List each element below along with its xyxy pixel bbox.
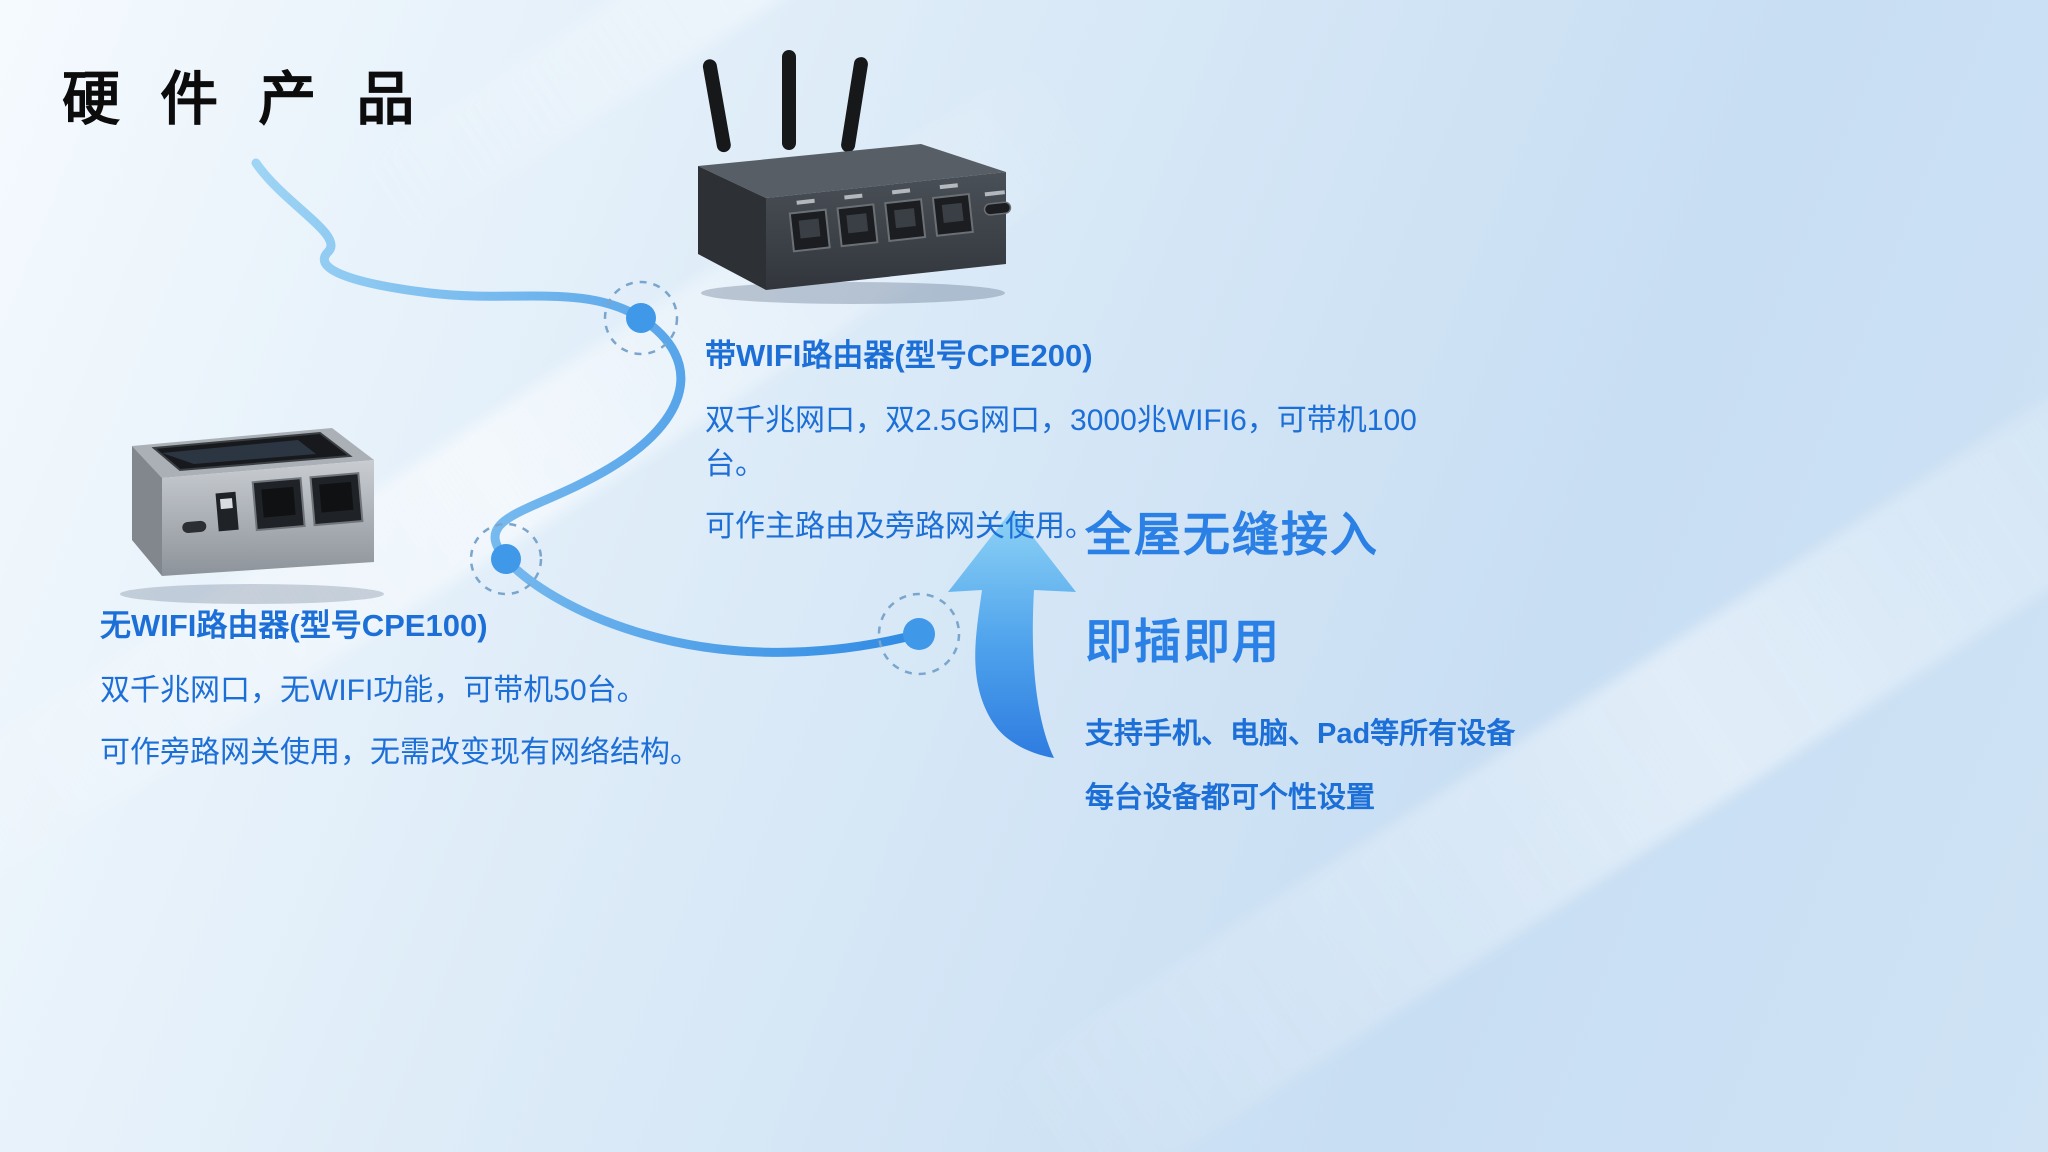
benefits-text-block: 全屋无缝接入 即插即用 支持手机、电脑、Pad等所有设备 每台设备都可个性设置 <box>1085 496 1645 838</box>
cpe100-shadow <box>120 584 384 604</box>
cpe100-usage-line: 可作旁路网关使用，无需改变现有网络结构。 <box>100 736 700 769</box>
cpe100-text-block: 无WIFI路由器(型号CPE100) 双千兆网口，无WIFI功能，可带机50台。… <box>100 600 740 789</box>
cpe200-antennas <box>702 50 868 153</box>
cpe200-text-block: 带WIFI路由器(型号CPE200) 双千兆网口，双2.5G网口，3000兆WI… <box>705 330 1425 563</box>
benefit-headline-1: 全屋无缝接入 <box>1085 508 1379 561</box>
cpe200-shadow <box>701 282 1005 304</box>
cpe200-device-image <box>688 48 1012 310</box>
cpe200-usage-line: 可作主路由及旁路网关使用。 <box>705 510 1095 543</box>
cpe100-title: 无WIFI路由器(型号CPE100) <box>100 608 488 643</box>
benefit-line-1: 支持手机、电脑、Pad等所有设备 <box>1085 718 1516 750</box>
benefit-line-2: 每台设备都可个性设置 <box>1085 782 1376 814</box>
cpe100-usbc-port <box>182 520 207 533</box>
cpe100-spec-line: 双千兆网口，无WIFI功能，可带机50台。 <box>100 674 647 707</box>
cpe200-spec-line: 双千兆网口，双2.5G网口，3000兆WIFI6，可带机100台。 <box>705 404 1417 481</box>
benefit-headline-2: 即插即用 <box>1085 615 1281 668</box>
connection-node-2 <box>469 522 543 596</box>
cpe100-ports <box>182 472 364 533</box>
page-title: 硬 件 产 品 <box>62 67 427 132</box>
cpe100-device-image <box>102 412 398 616</box>
cpe200-usbc-port <box>983 201 1012 216</box>
cpe200-title: 带WIFI路由器(型号CPE200) <box>705 338 1093 373</box>
cpe200-ports <box>788 183 1012 253</box>
cpe100-usb-port <box>215 491 239 532</box>
connection-node-1 <box>603 280 679 356</box>
connection-node-3 <box>877 592 961 676</box>
